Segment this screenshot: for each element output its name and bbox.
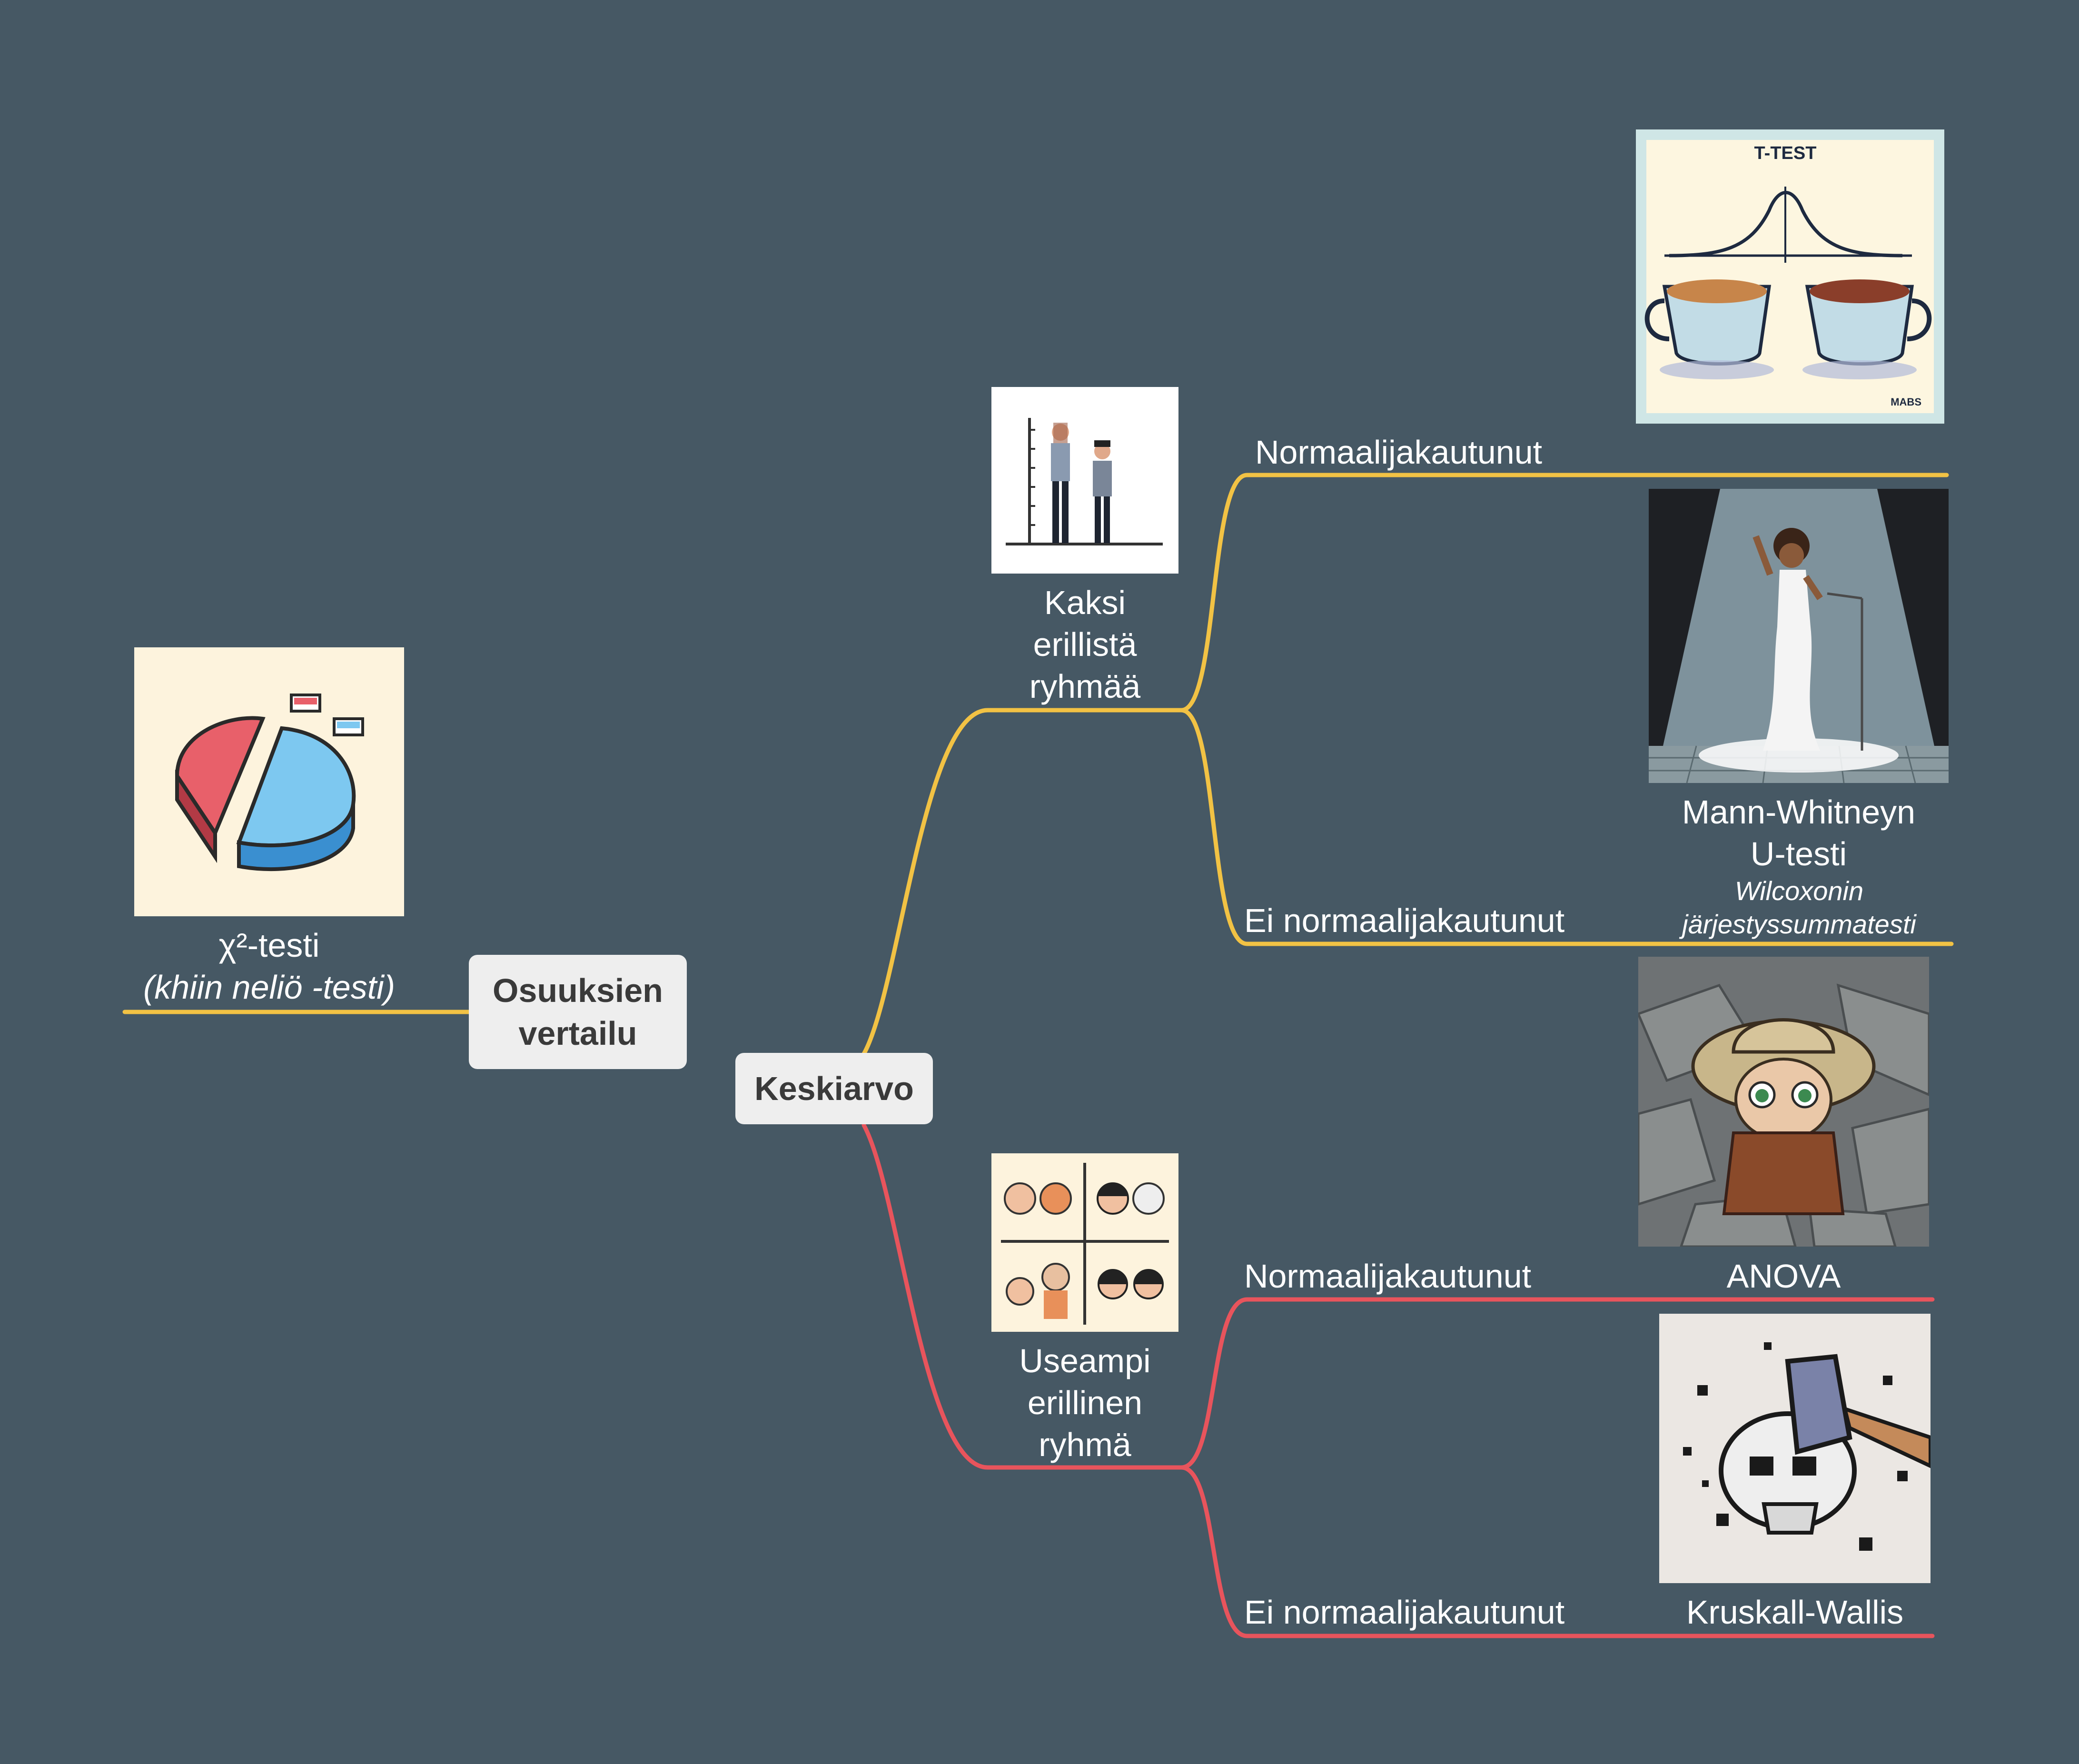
ttest-coffee-cups-icon: T-TEST MABS xyxy=(1644,140,1934,413)
kaksi-label: Kaksi erillistä ryhmää xyxy=(1029,584,1141,705)
normaali-label-2: Normaalijakautunut xyxy=(1244,1258,1532,1295)
pixel-pie-chart-icon xyxy=(175,694,364,872)
four-groups-faces-icon xyxy=(1001,1163,1169,1325)
osuuksien-node[interactable]: Osuuksien vertailu xyxy=(469,955,687,1069)
branch-kaksi-to-ei-normaali xyxy=(1179,708,1954,946)
pie-chart-image xyxy=(134,647,404,916)
chi-subtitle-label: (khiin neliö -testi) xyxy=(143,969,396,1006)
anova-label: ANOVA xyxy=(1726,1258,1841,1295)
four-groups-image xyxy=(991,1153,1178,1332)
useampi-label: Useampi erillinen ryhmä xyxy=(1019,1342,1151,1463)
branch-keskiarvo-to-kaksi xyxy=(861,708,1184,1056)
hammer-image xyxy=(1659,1314,1930,1583)
chi-title-label: χ²-testi xyxy=(218,927,320,964)
singer-on-stage-icon xyxy=(1649,489,1949,783)
two-people-height-icon xyxy=(1006,418,1163,545)
ttest-image: T-TEST MABS xyxy=(1636,129,1944,424)
keskiarvo-node[interactable]: Keskiarvo xyxy=(735,1053,933,1124)
mann-whitney-label: Mann-Whitneyn U-testi xyxy=(1682,793,1916,872)
normaali-label-1: Normaalijakautunut xyxy=(1255,434,1543,471)
kruskal-wallis-label: Kruskall-Wallis xyxy=(1686,1594,1904,1631)
singer-image xyxy=(1649,489,1949,783)
hammer-smashing-skull-icon xyxy=(1683,1342,1930,1551)
branch-useampi-to-ei-normaali xyxy=(1179,1465,1935,1638)
child-image xyxy=(1638,957,1929,1247)
ei-normaali-label-2: Ei normaalijakautunut xyxy=(1244,1594,1565,1631)
branch-useampi-to-normaali xyxy=(1179,1297,1935,1470)
two-people-image xyxy=(991,387,1178,574)
branch-keskiarvo-to-useampi xyxy=(861,1123,1184,1470)
child-with-hat-icon xyxy=(1638,983,1929,1247)
ei-normaali-label-1: Ei normaalijakautunut xyxy=(1244,902,1565,939)
ttest-image-title: T-TEST xyxy=(1754,143,1817,163)
ttest-image-signature: MABS xyxy=(1891,396,1921,408)
wilcoxon-label: Wilcoxonin järjestyssummatesti xyxy=(1682,876,1916,939)
branch-kaksi-to-normaali xyxy=(1179,473,1949,713)
